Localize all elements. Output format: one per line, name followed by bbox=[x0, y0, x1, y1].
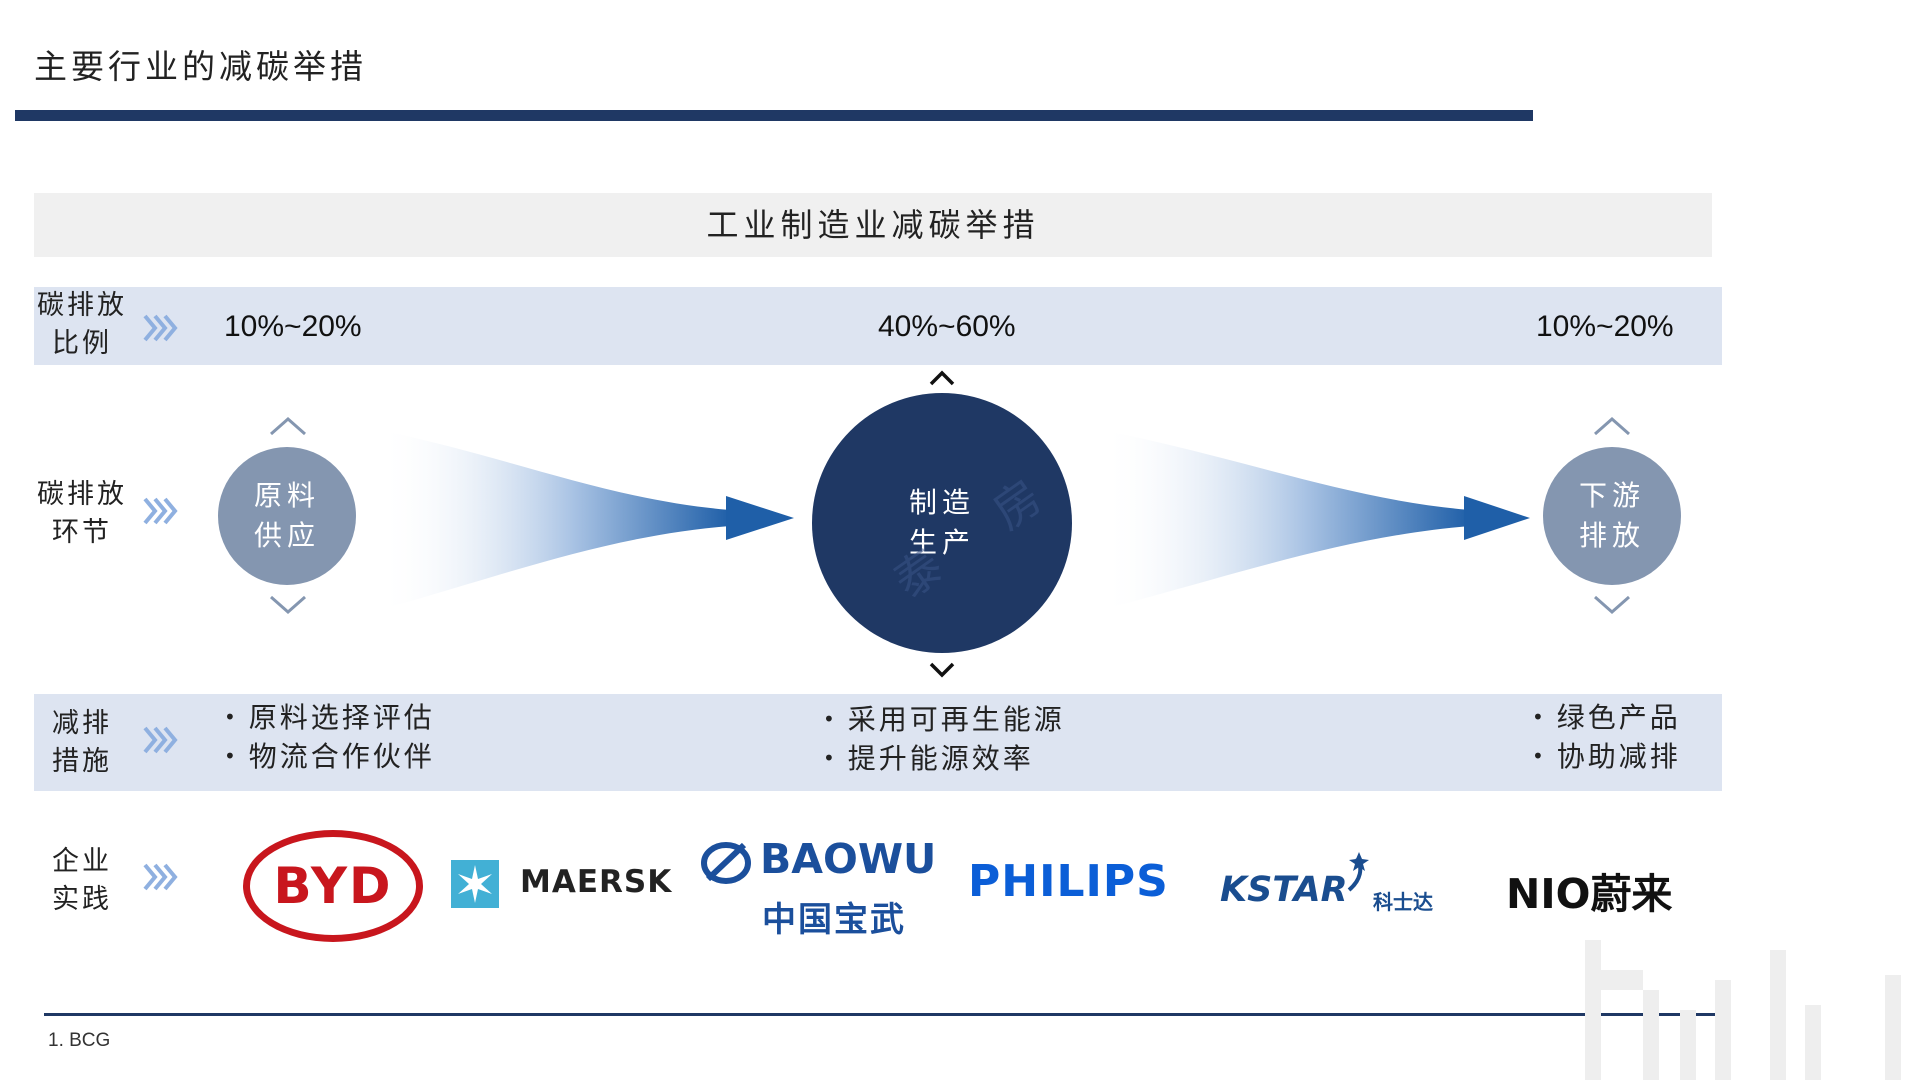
chevron-up-icon bbox=[929, 370, 955, 386]
row-label-measures: 减排 措施 bbox=[34, 705, 130, 781]
baowu-logo-cn: 中国宝武 bbox=[762, 900, 906, 940]
triple-chevron-icon bbox=[143, 863, 178, 891]
ratio-value-downstream: 10%~20% bbox=[1536, 310, 1674, 343]
measures-downstream: 绿色产品 协助减排 bbox=[1532, 698, 1681, 776]
baowu-logo-text: BAOWU bbox=[760, 835, 937, 883]
stage-circle-downstream: 下游 排放 bbox=[1543, 447, 1681, 585]
row-label-practice: 企业 实践 bbox=[34, 843, 130, 919]
section-title: 工业制造业减碳举措 bbox=[706, 206, 1040, 244]
section-header: 工业制造业减碳举措 bbox=[34, 193, 1712, 257]
maersk-star-icon bbox=[451, 860, 499, 908]
stage-label-line: 下游 bbox=[1578, 479, 1645, 512]
arrowhead-right-icon bbox=[726, 496, 794, 540]
measure-item: 协助减排 bbox=[1532, 737, 1681, 776]
stage-label-line: 制造 bbox=[908, 486, 975, 519]
flow-fan-left bbox=[380, 430, 730, 610]
measure-item: 物流合作伙伴 bbox=[224, 737, 435, 776]
stage-circle-supply: 原料 供应 bbox=[218, 447, 356, 585]
nio-logo-en: NIO bbox=[1506, 870, 1591, 918]
row-label-line: 措施 bbox=[52, 746, 112, 777]
chevron-up-icon bbox=[1594, 416, 1630, 436]
footer-divider bbox=[44, 1013, 1723, 1016]
stage-label-line: 原料 bbox=[253, 479, 320, 512]
row-label-line: 碳排放 bbox=[37, 479, 127, 510]
row-label-line: 减排 bbox=[52, 708, 112, 739]
stage-circle-production: 制造 生产 bbox=[812, 393, 1072, 653]
ratio-value-supply: 10%~20% bbox=[224, 310, 362, 343]
chevron-up-icon bbox=[270, 416, 306, 436]
maersk-logo-text: MAERSK bbox=[520, 864, 673, 900]
triple-chevron-icon bbox=[143, 497, 178, 525]
flow-arrows bbox=[380, 430, 1530, 610]
row-label-line: 比例 bbox=[52, 328, 112, 359]
kstar-swoosh-icon bbox=[1347, 852, 1369, 892]
triple-chevron-icon bbox=[143, 726, 178, 754]
chevron-down-icon bbox=[1594, 595, 1630, 615]
baowu-emblem-icon bbox=[701, 842, 751, 884]
triple-chevron-icon bbox=[143, 314, 178, 342]
row-label-line: 企业 bbox=[52, 846, 112, 877]
row-label-ratio: 碳排放 比例 bbox=[34, 287, 130, 363]
measure-item: 原料选择评估 bbox=[224, 698, 435, 737]
ratio-band bbox=[34, 287, 1722, 365]
row-label-line: 实践 bbox=[52, 884, 112, 915]
row-label-stage: 碳排放 环节 bbox=[34, 476, 130, 552]
footnote: 1. BCG bbox=[48, 1030, 111, 1051]
nio-logo-text: NIO蔚来 bbox=[1506, 860, 1672, 920]
row-label-line: 环节 bbox=[52, 517, 112, 548]
kstar-logo-text: KSTAR bbox=[1220, 870, 1348, 910]
flow-fan-right bbox=[1102, 430, 1470, 610]
stage-label-line: 生产 bbox=[908, 526, 975, 559]
byd-logo: BYD bbox=[243, 830, 423, 942]
stage-label-line: 排放 bbox=[1578, 519, 1645, 552]
kstar-logo-cn: 科士达 bbox=[1373, 890, 1433, 914]
measure-item: 采用可再生能源 bbox=[823, 700, 1065, 739]
chevron-down-icon bbox=[929, 662, 955, 678]
decorative-bars bbox=[1585, 940, 1901, 1080]
measures-supply: 原料选择评估 物流合作伙伴 bbox=[224, 698, 435, 776]
measure-item: 提升能源效率 bbox=[823, 739, 1065, 778]
ratio-value-production: 40%~60% bbox=[878, 310, 1016, 343]
byd-logo-text: BYD bbox=[273, 857, 393, 915]
title-divider bbox=[15, 110, 1533, 121]
page-title: 主要行业的减碳举措 bbox=[34, 47, 367, 86]
row-label-line: 碳排放 bbox=[37, 290, 127, 321]
stage-label-line: 供应 bbox=[253, 519, 320, 552]
arrowhead-right-icon bbox=[1464, 496, 1530, 540]
chevron-down-icon bbox=[270, 595, 306, 615]
nio-logo-cn: 蔚来 bbox=[1590, 870, 1673, 918]
measure-item: 绿色产品 bbox=[1532, 698, 1681, 737]
philips-logo-text: PHILIPS bbox=[968, 856, 1169, 907]
measures-production: 采用可再生能源 提升能源效率 bbox=[823, 700, 1065, 778]
